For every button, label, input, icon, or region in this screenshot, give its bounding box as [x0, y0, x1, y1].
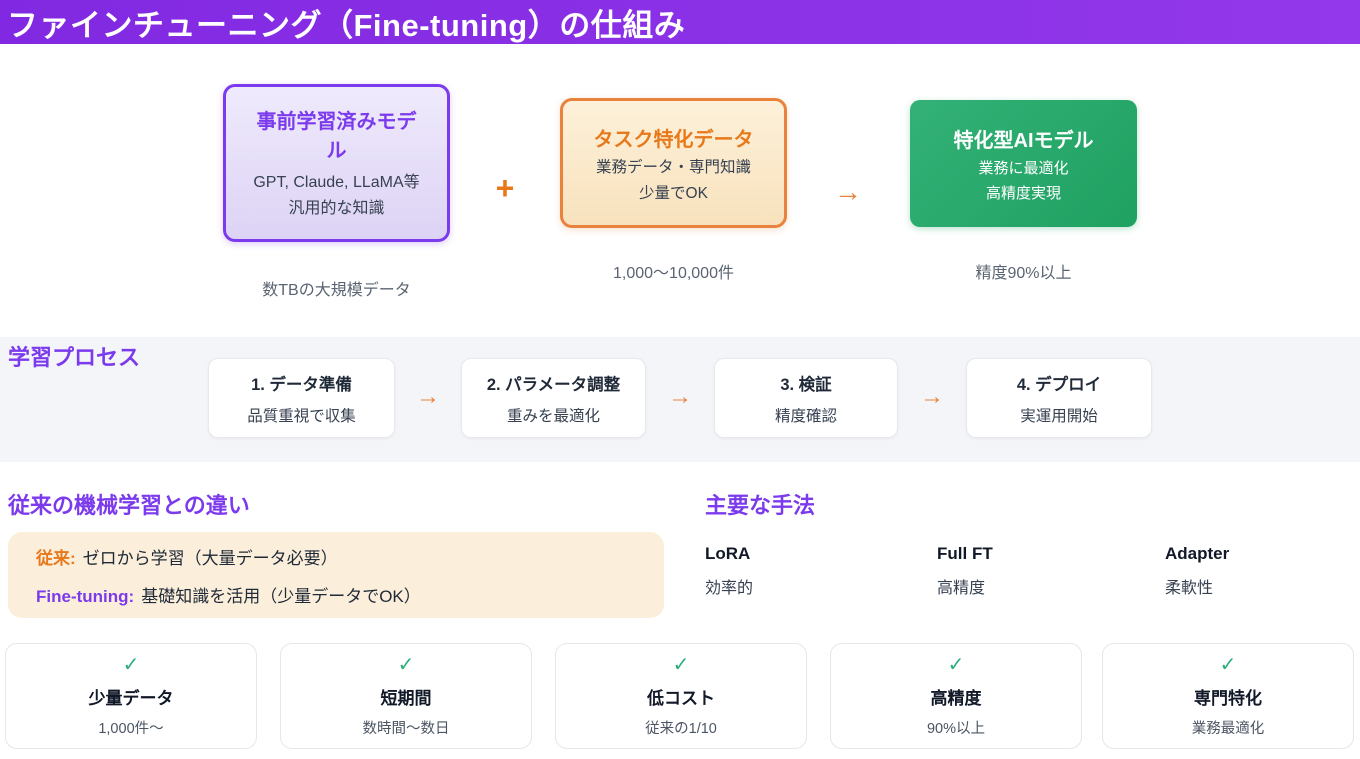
pretrained-model-title: 事前学習済みモデル: [256, 110, 417, 162]
method-name: LoRA: [705, 544, 751, 563]
method-desc: 高精度: [937, 580, 986, 597]
step-title: 4. デプロイ: [1016, 375, 1102, 394]
specialized-model-title: 特化型AIモデル: [953, 130, 1094, 152]
task-data-line2: 少量でOK: [639, 184, 708, 202]
task-data-line1: 業務データ・専門知識: [595, 158, 751, 176]
step-arrow-icon: →: [416, 383, 440, 410]
benefit-title: 低コスト: [647, 688, 715, 708]
method-item-fullft: Full FT 高精度: [937, 544, 993, 598]
check-icon: ✓: [122, 653, 140, 676]
step-desc: 実運用開始: [1020, 407, 1098, 425]
comparison-row-traditional: 従来: ゼロから学習（大量データ必要）: [36, 544, 664, 569]
process-step-card-1: 1. データ準備 品質重視で収集: [208, 358, 395, 438]
task-data-caption: 1,000〜10,000件: [613, 265, 734, 282]
process-step-card-3: 3. 検証 精度確認: [714, 358, 898, 438]
process-step-card-2: 2. パラメータ調整 重みを最適化: [461, 358, 646, 438]
process-heading: 学習プロセス: [8, 345, 141, 370]
check-icon: ✓: [672, 653, 690, 676]
specialized-caption: 精度90%以上: [975, 265, 1072, 282]
step-title: 3. 検証: [780, 375, 832, 394]
method-name: Full FT: [937, 544, 993, 563]
methods-heading: 主要な手法: [705, 493, 816, 518]
method-name: Adapter: [1165, 544, 1230, 563]
benefit-card-specialization: ✓ 専門特化 業務最適化: [1102, 643, 1354, 749]
traditional-text: ゼロから学習（大量データ必要）: [82, 548, 338, 568]
step-title: 1. データ準備: [251, 375, 352, 394]
pretrained-model-line2: 汎用的な知識: [288, 200, 385, 217]
comparison-panel: 従来: ゼロから学習（大量データ必要） Fine-tuning: 基礎知識を活用（少…: [8, 532, 664, 618]
process-step-card-4: 4. デプロイ 実運用開始: [966, 358, 1152, 438]
traditional-label: 従来:: [36, 548, 76, 568]
benefit-card-small-data: ✓ 少量データ 1,000件〜: [5, 643, 257, 749]
step-arrow-icon: →: [920, 383, 944, 410]
method-item-lora: LoRA 効率的: [705, 544, 753, 598]
comparison-row-finetuning: Fine-tuning: 基礎知識を活用（少量データでOK）: [36, 582, 664, 607]
task-data-box: タスク特化データ 業務データ・専門知識 少量でOK: [560, 98, 787, 228]
benefit-desc: 従来の1/10: [645, 720, 717, 737]
right-arrow-icon: →: [834, 176, 862, 207]
specialized-model-line2: 高精度実現: [985, 185, 1061, 202]
benefit-desc: 業務最適化: [1191, 720, 1265, 737]
pretrained-model-line1: GPT, Claude, LLaMA等: [253, 173, 420, 191]
benefit-card-short-time: ✓ 短期間 数時間〜数日: [280, 643, 532, 749]
step-title: 2. パラメータ調整: [486, 375, 621, 394]
page-title: ファインチューニング（Fine-tuning）の仕組み: [7, 7, 686, 43]
finetuning-label: Fine-tuning:: [36, 586, 135, 606]
pretrained-model-box: 事前学習済みモデル GPT, Claude, LLaMA等 汎用的な知識: [223, 84, 450, 242]
benefit-desc: 1,000件〜: [98, 720, 164, 737]
benefit-card-high-accuracy: ✓ 高精度 90%以上: [830, 643, 1082, 749]
step-desc: 品質重視で収集: [247, 407, 356, 425]
benefit-title: 専門特化: [1194, 688, 1262, 708]
specialized-model-box: 特化型AIモデル 業務に最適化 高精度実現: [910, 100, 1137, 227]
benefit-title: 高精度: [930, 688, 982, 708]
plus-icon: +: [495, 170, 515, 206]
comparison-heading: 従来の機械学習との違い: [8, 493, 250, 518]
benefit-card-low-cost: ✓ 低コスト 従来の1/10: [555, 643, 807, 749]
check-icon: ✓: [1219, 653, 1237, 676]
specialized-model-line1: 業務に最適化: [978, 160, 1069, 177]
benefit-desc: 90%以上: [926, 720, 986, 737]
step-desc: 重みを最適化: [506, 407, 600, 425]
check-icon: ✓: [947, 653, 965, 676]
benefit-title: 短期間: [380, 688, 432, 708]
step-desc: 精度確認: [774, 407, 837, 425]
finetuning-text: 基礎知識を活用（少量データでOK）: [141, 586, 421, 606]
header-bar: ファインチューニング（Fine-tuning）の仕組み: [0, 0, 1360, 44]
method-desc: 効率的: [705, 580, 754, 597]
step-arrow-icon: →: [668, 383, 692, 410]
method-desc: 柔軟性: [1165, 580, 1214, 597]
check-icon: ✓: [397, 653, 415, 676]
task-data-title: タスク特化データ: [593, 128, 754, 151]
benefit-title: 少量データ: [88, 688, 174, 708]
pretrained-caption: 数TBの大規模データ: [262, 282, 411, 299]
method-item-adapter: Adapter 柔軟性: [1165, 544, 1229, 598]
benefit-desc: 数時間〜数日: [362, 720, 450, 737]
